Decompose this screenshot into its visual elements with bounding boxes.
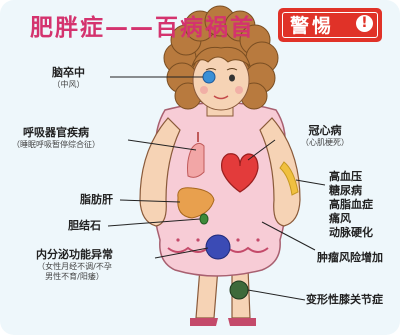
- liver: [177, 187, 215, 219]
- lung: [187, 142, 205, 178]
- right-shoe: [228, 318, 256, 326]
- right-arm: [259, 117, 301, 227]
- left-shoe: [190, 318, 218, 326]
- label-gallstone: 胆结石: [68, 219, 101, 232]
- gallbladder: [199, 213, 209, 225]
- mouth: [213, 95, 229, 100]
- blood-vessel: [279, 161, 299, 196]
- exclamation-icon: !: [356, 15, 373, 32]
- label-fatty-liver: 脂肪肝: [80, 193, 113, 206]
- left-arm: [139, 117, 181, 227]
- warning-text: 警惕: [290, 15, 335, 37]
- knee-joint: [229, 280, 249, 300]
- label-cancer-risk: 肿瘤风险增加: [317, 251, 383, 264]
- label-endocrine: 内分泌功能异常 （女性月经不调/不孕 男性不育/阳痿）: [36, 248, 113, 281]
- page-title: 肥胖症——百病祸首: [30, 15, 255, 41]
- brain-marker: [202, 70, 216, 84]
- label-respiratory: 呼吸器官疾病 （睡眠呼吸暂停综合征）: [12, 126, 100, 149]
- label-coronary-heart-disease: 冠心病 （心肌梗死）: [301, 124, 349, 147]
- right-eye: [229, 74, 235, 82]
- heart: [221, 153, 259, 193]
- label-knee-osteoarthritis: 变形性膝关节症: [306, 293, 383, 306]
- label-stroke: 脑卒中 （中风）: [52, 66, 85, 89]
- leader-lines: [107, 76, 326, 301]
- warning-badge: 警惕 !: [278, 8, 382, 42]
- label-metabolic-diseases: 高血压 糖尿病 高脂血症 痛风 动脉硬化: [329, 170, 373, 239]
- uterus: [205, 234, 231, 260]
